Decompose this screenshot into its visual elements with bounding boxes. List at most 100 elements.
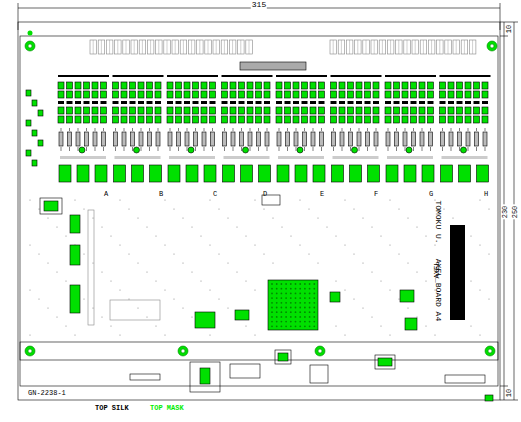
resistor-symbol [429,132,433,146]
smd-pad [256,116,262,123]
silk-mark [58,101,64,104]
smd-pad [247,116,253,123]
smd-pad [331,82,337,89]
silk-mark [356,101,362,104]
smd-pad [130,107,136,114]
via-dot [245,280,246,281]
via-dot [407,262,408,263]
silk-mark [155,101,161,104]
via-dot [83,253,84,254]
ic-pad [95,165,107,182]
smd-pad [302,82,308,89]
smd-pad [285,91,291,98]
silk-mark [222,75,273,77]
smd-pad [193,91,199,98]
channel-letter: D [263,191,267,198]
connector-pin [423,40,424,54]
resistor-symbol [303,132,307,146]
smd-pad [440,116,446,123]
via-dot [209,244,210,245]
resistor-symbol [265,132,269,146]
via-dot [155,235,156,236]
ball [285,311,287,313]
via-dot [128,298,129,299]
lead [321,128,322,131]
ball [313,307,315,309]
lead [233,147,234,151]
ic-pad [350,165,362,182]
ic-pad [422,165,434,182]
ball [285,288,287,290]
connector-pin [142,40,143,54]
ic-pad [477,165,489,182]
smd-pad [319,116,325,123]
smd-pad [411,107,417,114]
via-dot [398,208,399,209]
ball [313,321,315,323]
lead [258,128,259,131]
lead [124,128,125,131]
smd-pad [448,116,454,123]
connector-outline [445,375,485,383]
smd-pad [58,91,64,98]
via-dot [83,298,84,299]
via-dot [47,217,48,218]
smd-pad [44,201,58,211]
ball [309,288,311,290]
smd-pad [465,116,471,123]
resistor-symbol [466,132,470,146]
via-dot [389,244,390,245]
test-point [188,147,194,153]
silk-mark [264,101,270,104]
ball [313,302,315,304]
smd-pad [176,107,182,114]
smd-pad [356,116,362,123]
lead [430,128,431,131]
via-dot [272,262,273,263]
smd-pad [230,116,236,123]
resistor-symbol [194,132,198,146]
ball [281,297,283,299]
lead [359,147,360,151]
silk-mark [138,101,144,104]
silk-mark [411,101,417,104]
via-dot [353,298,354,299]
lead [442,128,443,131]
via-dot [425,325,426,326]
ball [299,283,301,285]
ball [276,316,278,318]
smd-pad [167,116,173,123]
lead [359,128,360,131]
silk-note [110,300,160,320]
ic-pad [114,165,126,182]
silk-mark [222,101,228,104]
smd-pad [201,82,207,89]
smd-pad [378,358,392,366]
lead [95,128,96,131]
smd-pad [448,82,454,89]
via-dot [92,307,93,308]
ball [313,293,315,295]
connector-pin [363,40,370,54]
ball [309,302,311,304]
silk-mark [193,101,199,104]
smd-pad [201,91,207,98]
lead [350,128,351,131]
smd-pad [373,82,379,89]
smd-pad [339,82,345,89]
smd-pad [302,116,308,123]
smd-pad [210,82,216,89]
lead [69,128,70,131]
smd-pad [319,91,325,98]
resistor-symbol [139,132,143,146]
connector-pad [70,215,80,233]
smd-pad [474,82,480,89]
connector-outline [130,374,160,380]
ball [290,325,292,327]
smd-pad [394,107,400,114]
lead [212,128,213,131]
smd-pad [32,130,37,136]
smd-pad [230,91,236,98]
via-dot [425,235,426,236]
ball [276,288,278,290]
